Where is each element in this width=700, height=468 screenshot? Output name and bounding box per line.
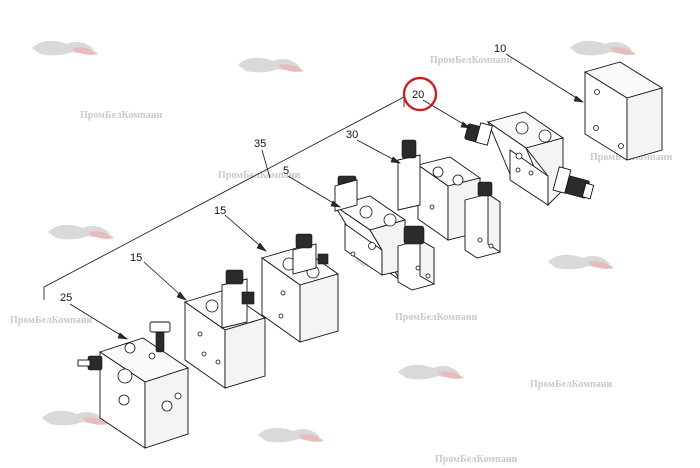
part-10-cover-plate bbox=[583, 61, 664, 161]
watermark-text: ПромБелКомпани bbox=[430, 55, 513, 66]
group-bracket-35 bbox=[43, 96, 405, 300]
callout-label-15-rear: 15 bbox=[214, 205, 226, 217]
callout-label-10: 10 bbox=[494, 43, 506, 55]
leader-lines bbox=[69, 53, 584, 340]
part-25-base-block bbox=[77, 321, 190, 449]
callout-label-15-front: 15 bbox=[130, 252, 142, 264]
watermark-text: ПромБелКомпани bbox=[218, 170, 301, 181]
watermark-text: ПромБелКомпани bbox=[530, 379, 613, 390]
watermark-logo bbox=[48, 224, 114, 240]
callout-highlight-20 bbox=[402, 76, 438, 112]
callout-label-20: 20 bbox=[412, 89, 424, 101]
watermark-logo bbox=[398, 364, 464, 380]
callout-label-25: 25 bbox=[60, 292, 72, 304]
watermark-text: ПромБелКомпани bbox=[435, 454, 518, 465]
part-20-valve-block bbox=[464, 111, 595, 207]
watermark-logo bbox=[570, 40, 636, 56]
part-30-solenoid-block bbox=[397, 139, 501, 259]
watermark-text: ПромБелКомпани bbox=[80, 110, 163, 121]
watermark-logo bbox=[258, 427, 324, 443]
part-15-front-block bbox=[183, 269, 267, 389]
watermark-text: ПромБелКомпани bbox=[395, 312, 478, 323]
watermark-logo bbox=[32, 40, 98, 56]
watermark-text: ПромБелКомпани bbox=[10, 315, 93, 326]
callout-label-5: 5 bbox=[283, 165, 289, 177]
watermark-logo bbox=[238, 57, 304, 73]
part-15-rear-block bbox=[260, 233, 340, 343]
part-5-valve-block bbox=[333, 175, 435, 291]
watermark-logo bbox=[548, 254, 614, 270]
callout-label-35: 35 bbox=[254, 138, 266, 150]
watermark-logo bbox=[42, 410, 108, 426]
callout-label-30: 30 bbox=[346, 129, 358, 141]
